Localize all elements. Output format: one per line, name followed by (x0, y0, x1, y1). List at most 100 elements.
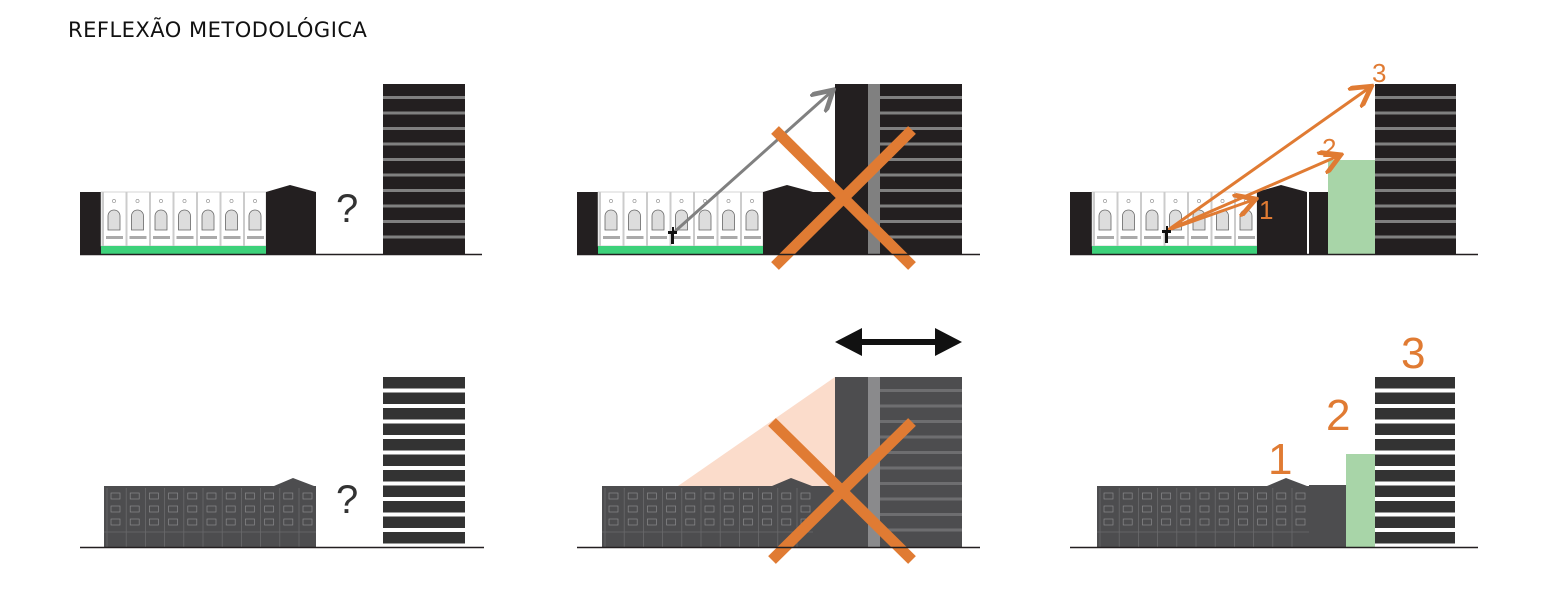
arched-window (698, 209, 712, 231)
arched-window (107, 209, 121, 231)
window (762, 518, 772, 526)
neighbor-block (80, 192, 101, 254)
floor-stripe (1375, 235, 1456, 239)
question-mark: ? (336, 187, 358, 231)
cross-icon (771, 126, 916, 270)
tower (880, 377, 962, 547)
arched-window (745, 209, 759, 231)
window (1180, 492, 1191, 500)
floor-bar (383, 454, 465, 466)
floor-stripe (880, 528, 962, 532)
gabled-house (266, 185, 316, 254)
arched-window (628, 209, 641, 231)
window (1257, 492, 1267, 500)
window (1199, 518, 1210, 526)
window (168, 518, 178, 526)
floor-stripe (383, 96, 465, 99)
window (704, 505, 715, 513)
arched-window (675, 209, 688, 231)
floor-stripe (880, 482, 962, 485)
window (1257, 518, 1267, 526)
window (1295, 505, 1306, 513)
window (283, 518, 294, 526)
tower (880, 84, 962, 254)
floor-bar (1375, 501, 1455, 513)
gabled-house (1257, 185, 1307, 254)
window (1180, 518, 1191, 526)
floor-bar (383, 516, 465, 528)
tower (383, 84, 465, 254)
floor-stripe (880, 111, 962, 115)
window (800, 505, 811, 513)
historic-facade (597, 191, 764, 254)
arched-window (1239, 209, 1253, 231)
floor-stripe (1375, 204, 1456, 208)
floor-stripe (880, 235, 962, 239)
floor-bar (1375, 532, 1455, 544)
window (129, 518, 140, 526)
window (187, 492, 198, 500)
window (723, 492, 734, 500)
window (302, 492, 313, 500)
floor-stripe (1375, 173, 1456, 177)
window (283, 492, 294, 500)
green-strip (1092, 246, 1257, 254)
arched-window (722, 209, 735, 231)
window (647, 518, 657, 526)
window (704, 492, 715, 500)
window (168, 492, 178, 500)
floor-stripe (880, 173, 962, 177)
arched-window (651, 209, 665, 231)
floor-stripe (880, 158, 962, 161)
green-strip (598, 246, 763, 254)
floor-bar (383, 470, 465, 482)
floor-stripe (1375, 142, 1456, 146)
window (168, 505, 178, 513)
floor-bar (1375, 516, 1455, 528)
floor-stripe (1375, 220, 1456, 223)
window (1295, 518, 1306, 526)
floor-bar (1375, 408, 1455, 420)
window (264, 505, 274, 513)
floor-stripe (880, 204, 962, 208)
window (1161, 518, 1171, 526)
floor-stripe (880, 466, 962, 470)
arched-window (604, 209, 618, 231)
window (647, 492, 657, 500)
window (1122, 505, 1133, 513)
window (723, 505, 734, 513)
window (781, 505, 792, 513)
window (666, 492, 676, 500)
floor-bar (383, 377, 465, 389)
window (1161, 505, 1171, 513)
window (762, 492, 772, 500)
window (1142, 492, 1152, 500)
window (762, 505, 772, 513)
arched-window (154, 209, 168, 231)
floor-bar (1375, 423, 1455, 435)
floor-stripe (1375, 158, 1456, 161)
floor-bar (1375, 485, 1455, 497)
gabled-house (763, 185, 813, 254)
window (187, 518, 198, 526)
floor-stripe (880, 96, 962, 99)
window (1276, 492, 1287, 500)
window (245, 505, 255, 513)
floor-stripe (880, 497, 962, 501)
window (627, 492, 638, 500)
tall-block (835, 84, 868, 254)
label-2: 2 (1322, 133, 1336, 163)
panel-top-3: 1 2 3 (1070, 58, 1478, 256)
gray-building (104, 478, 316, 547)
window (1161, 492, 1171, 500)
window (608, 492, 619, 500)
arched-window (201, 209, 215, 231)
arched-window (248, 209, 262, 231)
floor-stripe (880, 142, 962, 146)
window (723, 518, 734, 526)
window (1276, 518, 1287, 526)
window (685, 518, 696, 526)
window (1238, 505, 1248, 513)
window (149, 505, 159, 513)
window (608, 505, 619, 513)
